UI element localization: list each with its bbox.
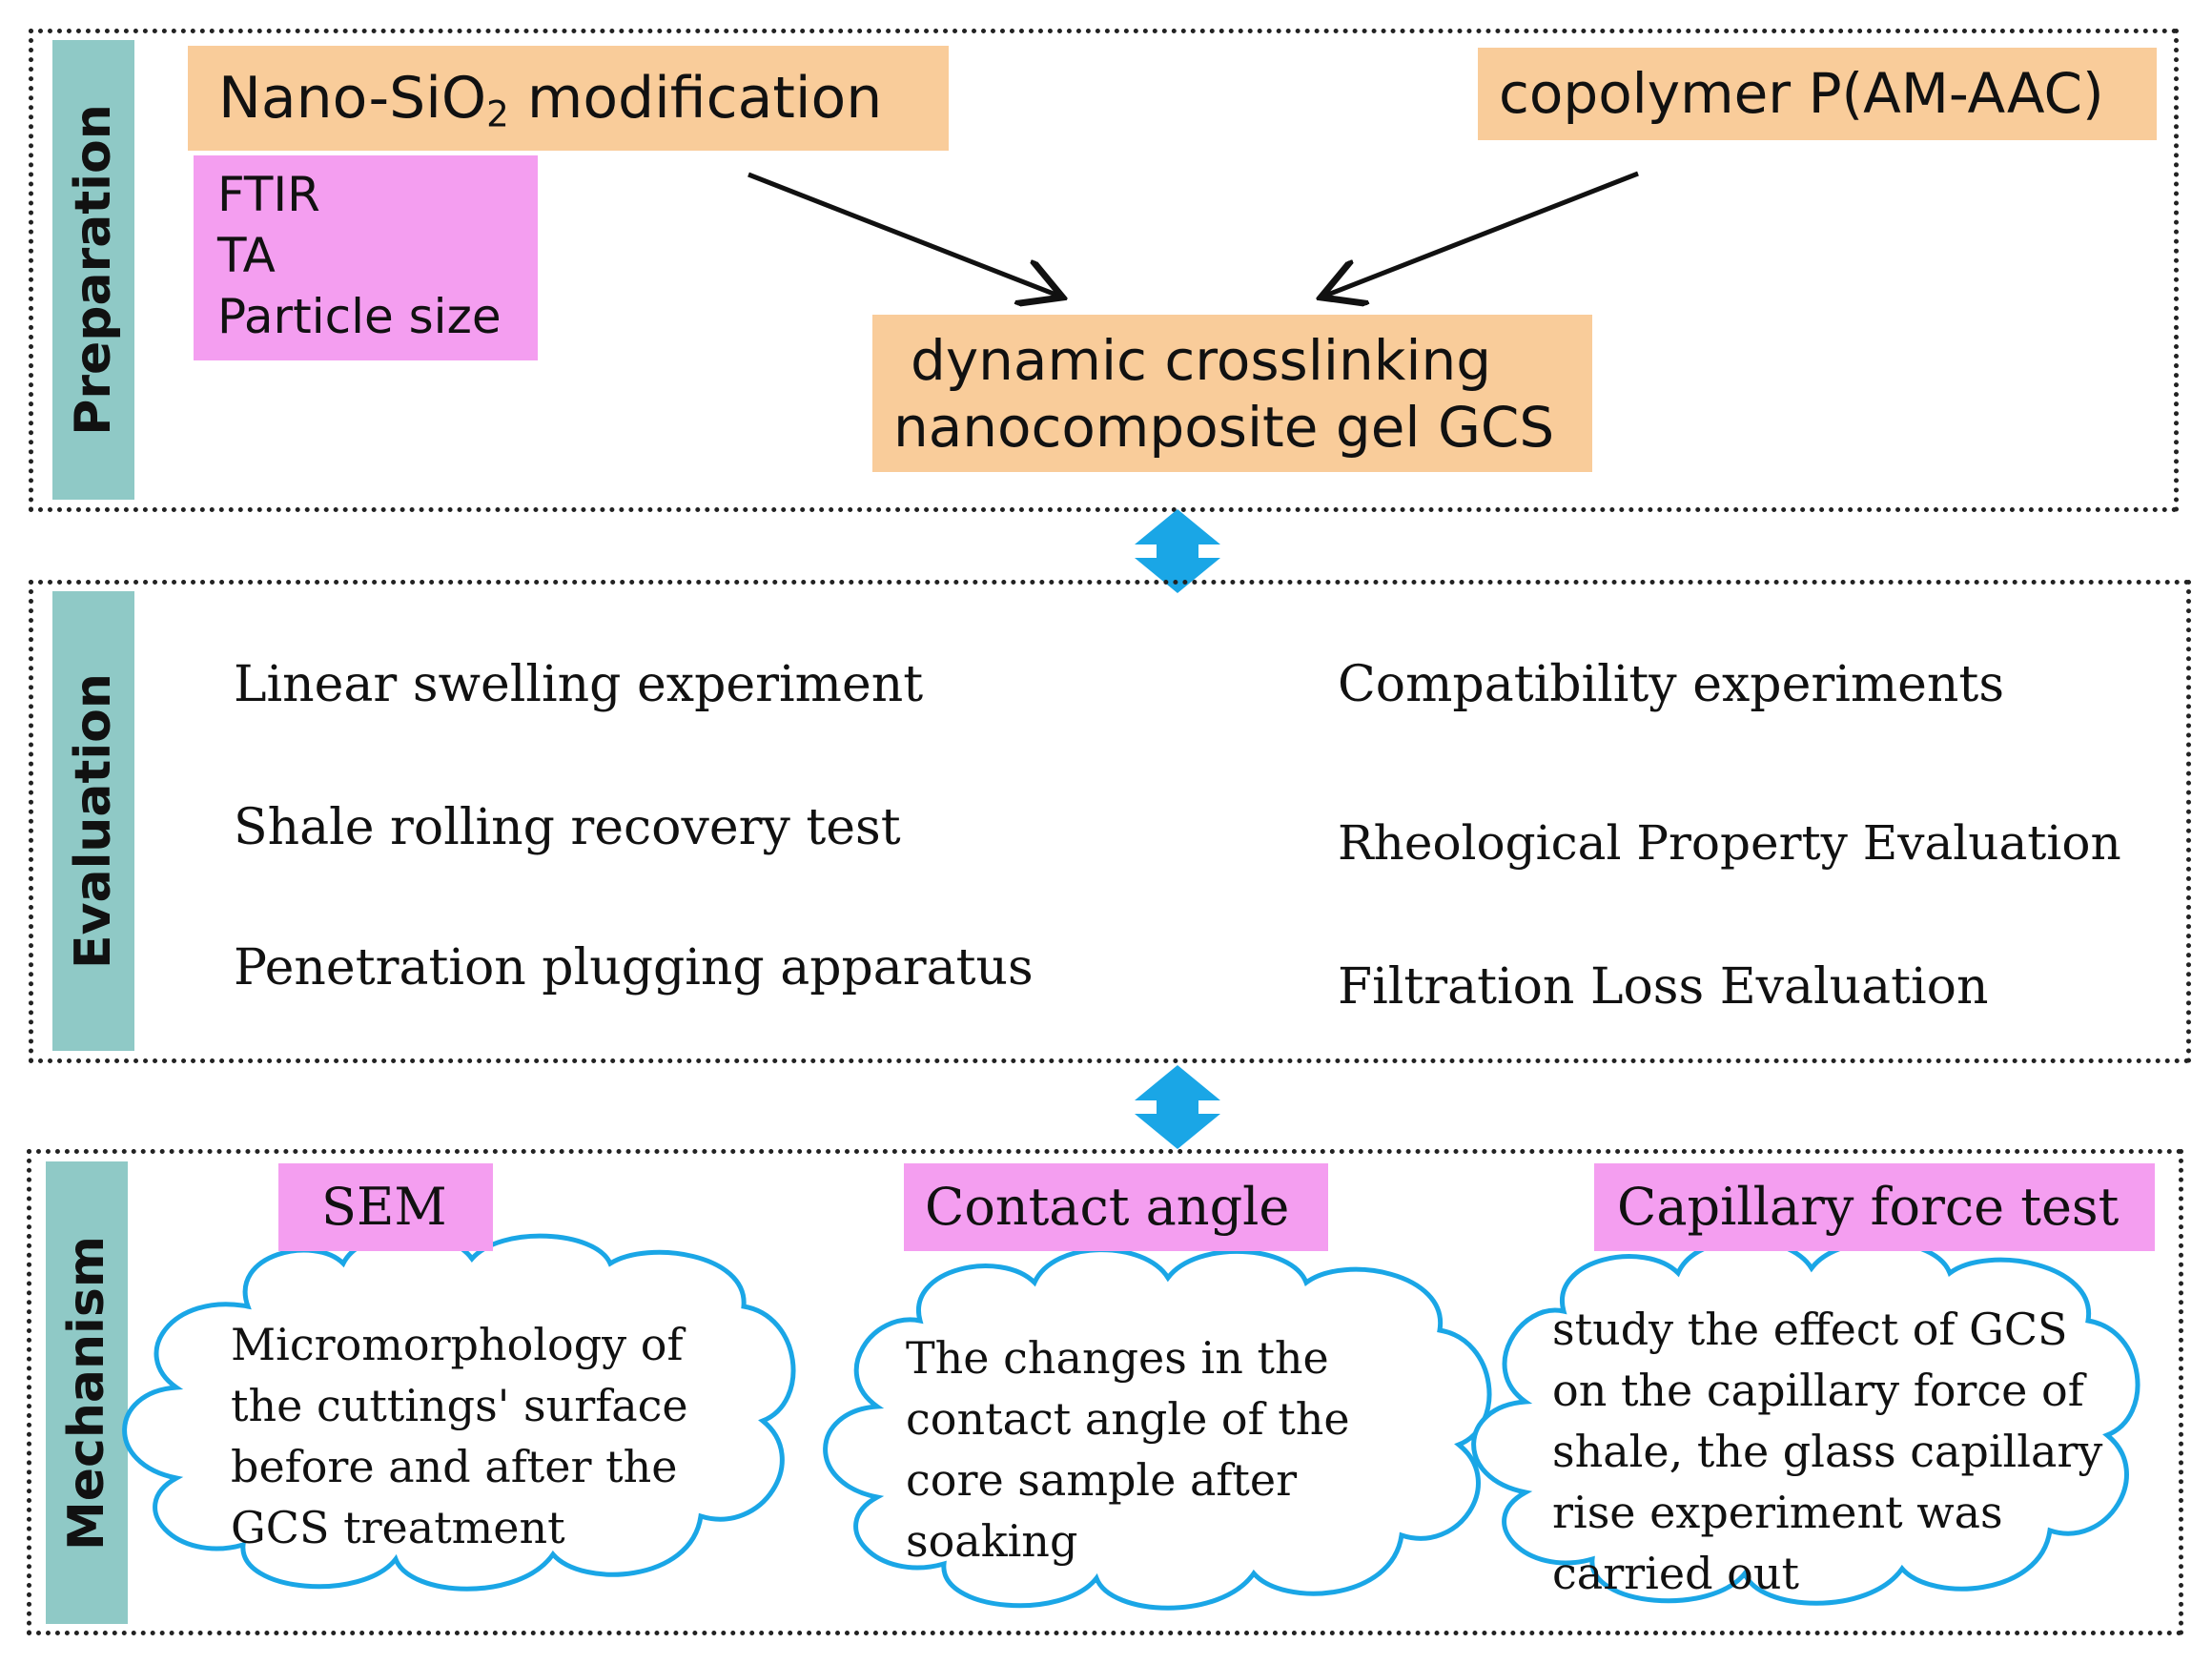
contact-angle-label-box: Contact angle xyxy=(904,1163,1328,1251)
cloud-line: contact angle of the xyxy=(906,1393,1350,1445)
characterization-item: FTIR xyxy=(217,167,320,222)
characterization-box: FTIR TA Particle size xyxy=(194,155,538,360)
arrow-copolymer-to-gel xyxy=(1325,171,1639,296)
sem-description: Micromorphology of the cuttings' surface… xyxy=(231,1314,688,1558)
cloud-line: before and after the xyxy=(231,1441,678,1492)
sem-label-box: SEM xyxy=(278,1163,493,1251)
copolymer-box: copolymer P(AM-AAC) xyxy=(1478,48,2157,140)
evaluation-sidebar: Evaluation xyxy=(52,591,134,1051)
gcs-gel-box: dynamic crosslinking nanocomposite gel G… xyxy=(872,315,1592,472)
sem-label: SEM xyxy=(321,1177,447,1237)
cloud-line: Micromorphology of xyxy=(231,1319,684,1370)
eval-rheological: Rheological Property Evaluation xyxy=(1338,815,2121,871)
eval-filtration-loss: Filtration Loss Evaluation xyxy=(1338,958,1989,1016)
cloud-line: carried out xyxy=(1552,1548,1799,1599)
cloud-sem xyxy=(122,1231,796,1592)
cloud-line: shale, the glass capillary xyxy=(1552,1426,2103,1477)
mechanism-panel xyxy=(27,1149,2183,1635)
eval-penetration-plugging: Penetration plugging apparatus xyxy=(234,939,1034,996)
cloud-line: study the effect of GCS xyxy=(1552,1304,2068,1355)
arrow-nano-to-gel xyxy=(748,172,1058,296)
eval-compatibility: Compatibility experiments xyxy=(1338,656,2005,713)
preparation-sidebar: Preparation xyxy=(52,40,134,500)
contact-angle-description: The changes in the contact angle of the … xyxy=(906,1327,1350,1572)
cloud-line: rise experiment was xyxy=(1552,1487,2003,1538)
copolymer-label: copolymer P(AM-AAC) xyxy=(1499,61,2104,126)
nano-sio2-box: Nano-SiO2 modification xyxy=(188,46,949,151)
capillary-force-label-box: Capillary force test xyxy=(1594,1163,2155,1251)
capillary-force-label: Capillary force test xyxy=(1617,1177,2120,1237)
eval-linear-swelling: Linear swelling experiment xyxy=(234,656,924,713)
mechanism-sidebar: Mechanism xyxy=(46,1161,128,1624)
cloud-line: on the capillary force of xyxy=(1552,1365,2084,1416)
cloud-capillary xyxy=(1471,1238,2140,1606)
gel-line: nanocomposite gel GCS xyxy=(893,395,1555,460)
evaluation-panel xyxy=(29,580,2191,1063)
characterization-item: Particle size xyxy=(217,289,502,344)
capillary-description: study the effect of GCS on the capillary… xyxy=(1552,1299,2102,1604)
cloud-line: the cuttings' surface xyxy=(231,1380,688,1431)
nano-sio2-label: Nano-SiO2 modification xyxy=(218,65,883,135)
cloud-line: soaking xyxy=(906,1515,1078,1567)
cloud-line: GCS treatment xyxy=(231,1502,565,1553)
gel-line: dynamic crosslinking xyxy=(911,328,1492,393)
cloud-line: core sample after xyxy=(906,1454,1298,1506)
eval-shale-rolling: Shale rolling recovery test xyxy=(234,799,901,856)
preparation-panel xyxy=(29,29,2179,512)
contact-angle-label: Contact angle xyxy=(925,1177,1290,1237)
cloud-line: The changes in the xyxy=(906,1332,1329,1384)
characterization-item: TA xyxy=(217,228,276,283)
cloud-contact-angle xyxy=(823,1247,1492,1611)
